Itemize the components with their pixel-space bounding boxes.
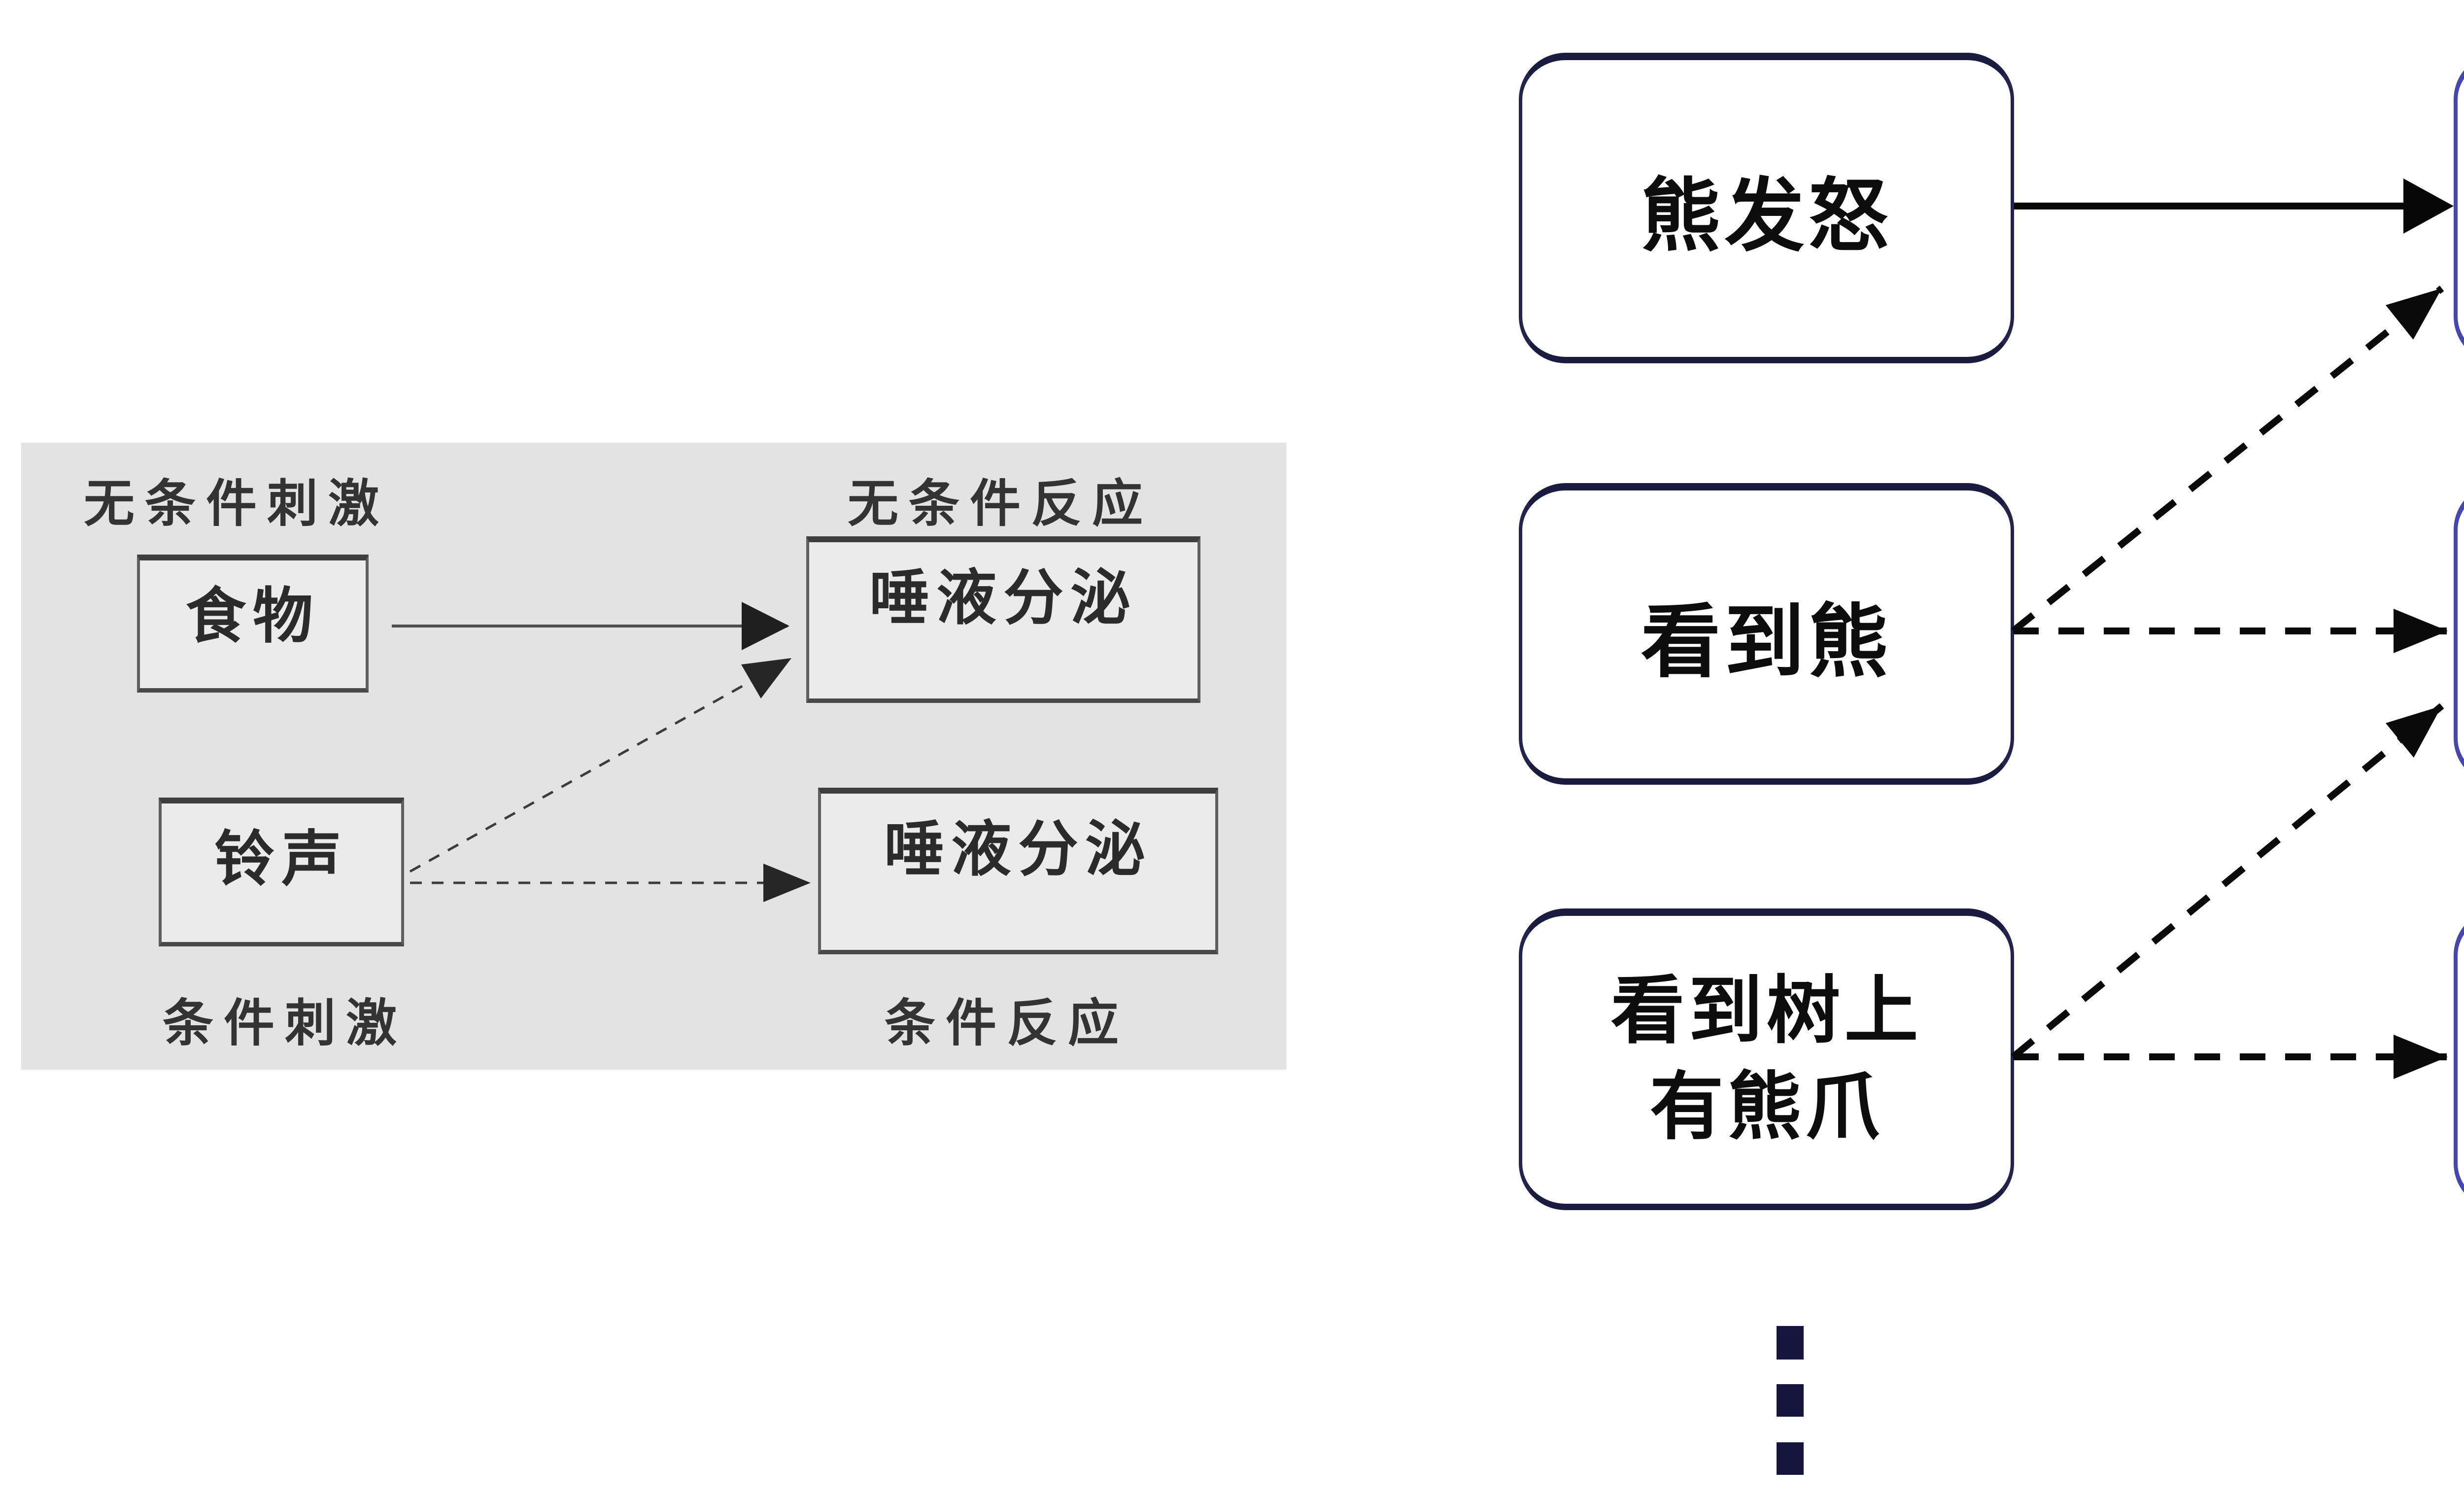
box-food: 食物	[137, 555, 369, 693]
label-unconditioned-response: 无条件反应	[848, 475, 1153, 532]
box-reward: 奖励	[2454, 53, 2464, 363]
label-conditioned-stimulus: 条件刺激	[163, 995, 407, 1051]
label-conditioned-response: 条件反应	[885, 995, 1129, 1051]
box-salivation-unconditioned: 唾液分泌	[806, 536, 1200, 703]
dashed-arrow-see-bear-to-value-next	[2013, 609, 2448, 653]
box-value-state: V(s)	[2454, 908, 2464, 1210]
box-see-claw-on-tree: 看到树上 有熊爪	[1519, 908, 2014, 1210]
dashed-arrow-see-claw-to-value-next	[2011, 703, 2444, 1060]
box-salivation-conditioned: 唾液分泌	[818, 788, 1218, 954]
dashed-arrow-see-claw-to-value-state	[2013, 1035, 2448, 1079]
ellipsis-states	[1777, 1326, 1804, 1475]
label-unconditioned-stimulus: 无条件刺激	[84, 475, 389, 532]
box-see-bear: 看到熊	[1519, 483, 2014, 785]
dashed-arrow-see-bear-to-reward	[2011, 285, 2444, 634]
box-bell: 铃声	[159, 798, 404, 946]
arrow-bear-rage-to-reward	[2014, 178, 2454, 234]
box-bear-rage: 熊发怒	[1519, 53, 2014, 363]
box-value-next-state: V(s′)	[2454, 483, 2464, 785]
